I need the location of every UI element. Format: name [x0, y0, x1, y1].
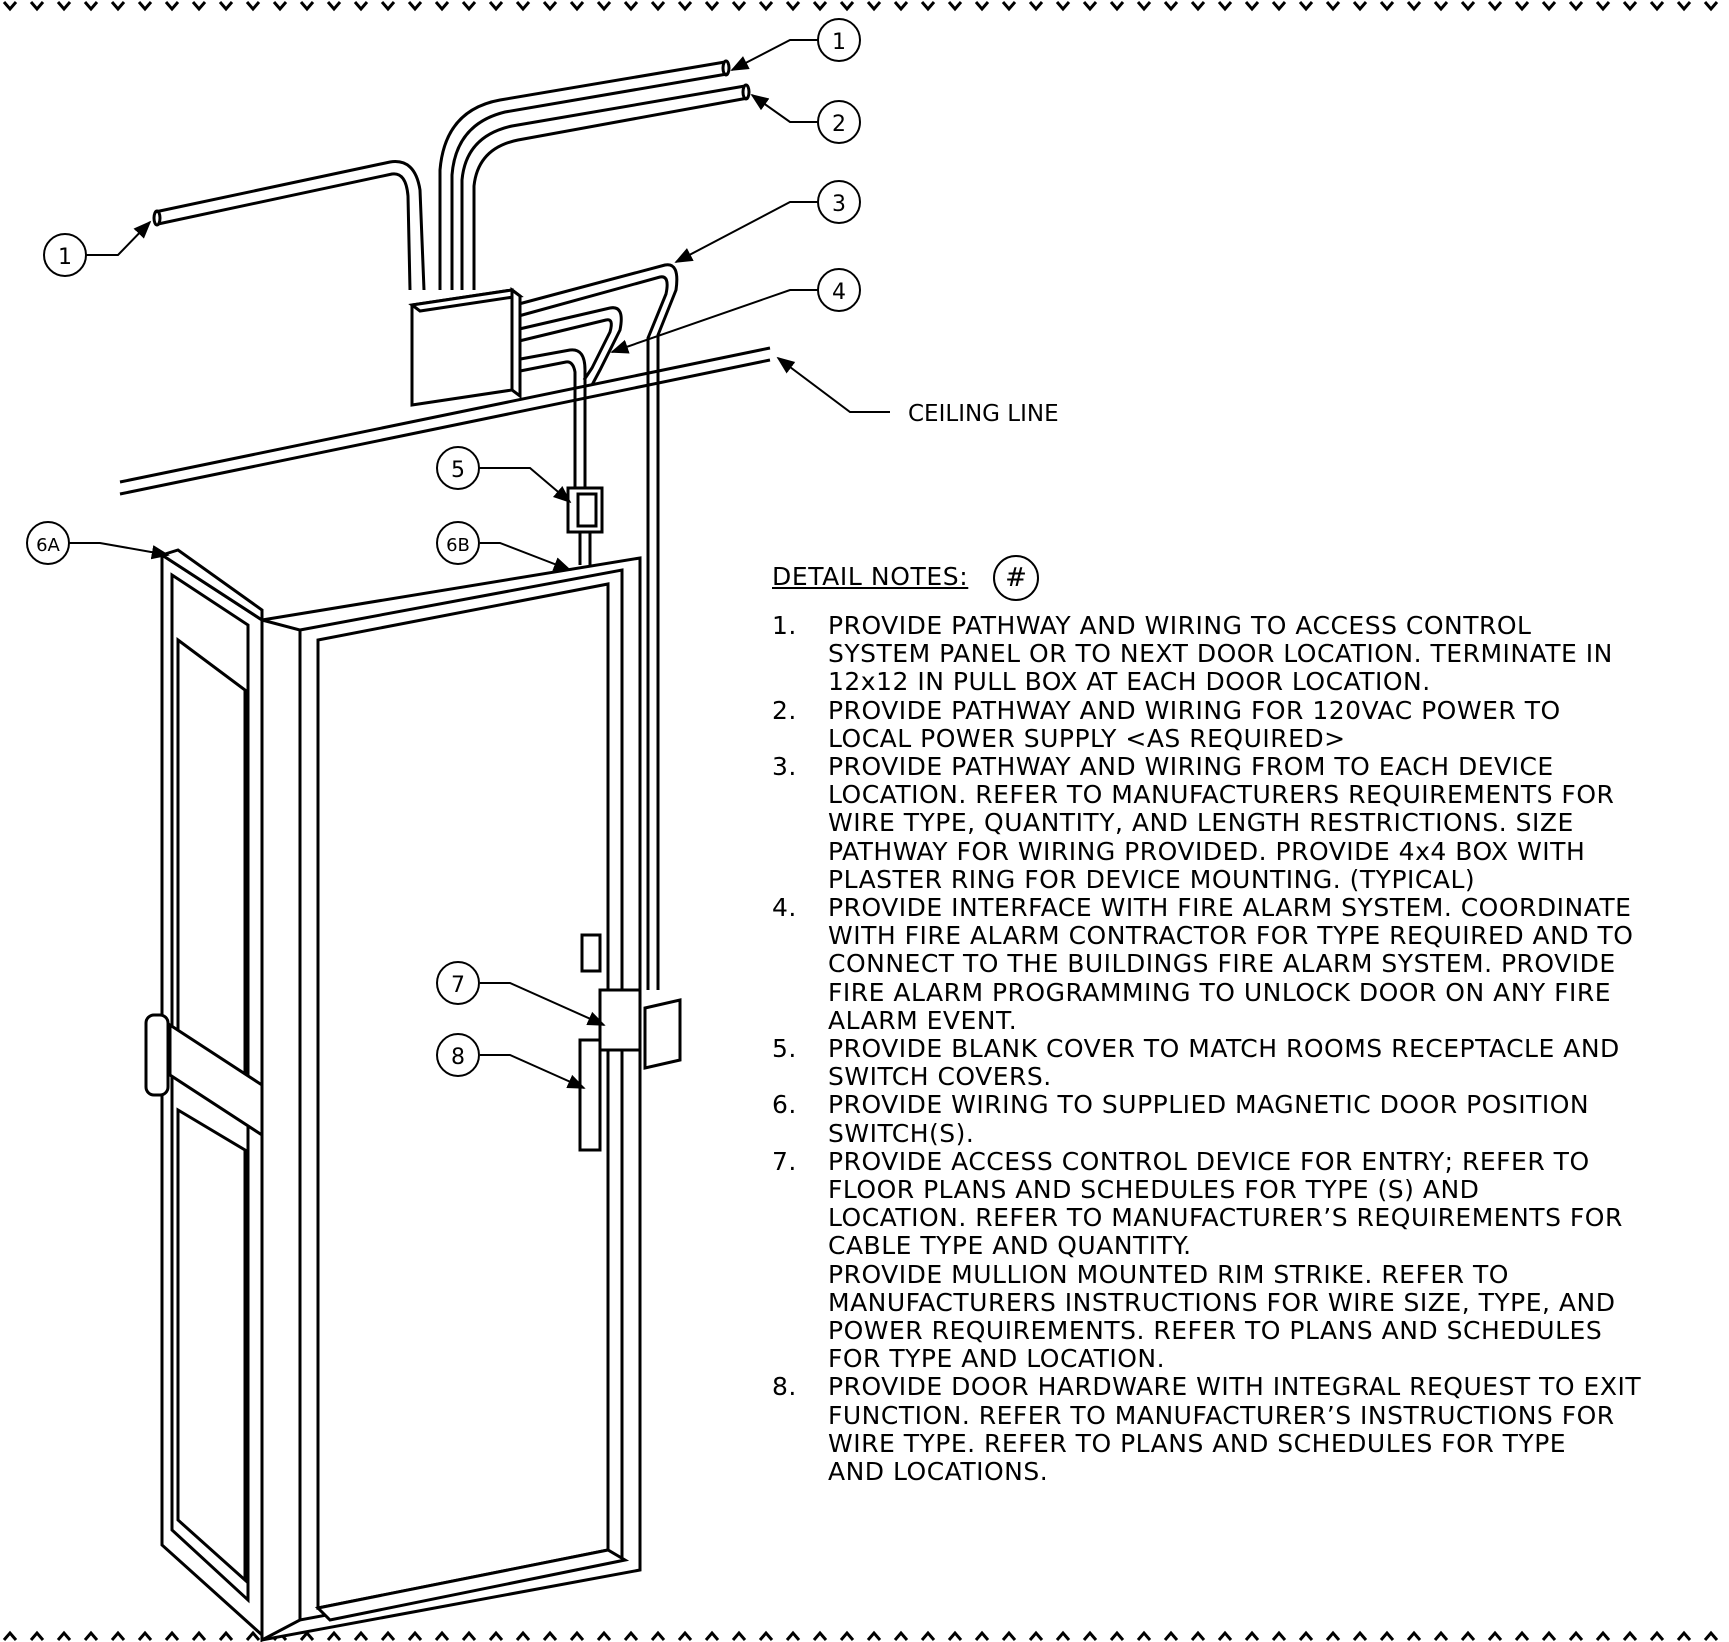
- svg-text:6A: 6A: [36, 535, 60, 556]
- detail-note-text: PROVIDE PATHWAY AND WIRING TO ACCESS CON…: [828, 611, 1613, 697]
- svg-text:5: 5: [451, 458, 465, 483]
- detail-note-text: PROVIDE WIRING TO SUPPLIED MAGNETIC DOOR…: [828, 1090, 1590, 1148]
- junction-box: [408, 287, 524, 407]
- svg-text:1: 1: [58, 245, 72, 270]
- detail-note-number: 1.: [772, 611, 797, 640]
- callout-4: 4: [817, 268, 861, 312]
- device-5-box: [566, 486, 604, 534]
- notes-symbol: #: [993, 555, 1039, 601]
- callout-1a: 1: [43, 233, 87, 277]
- svg-text:2: 2: [832, 112, 846, 137]
- callout-6a: 6A: [26, 521, 70, 565]
- callout-8: 8: [436, 1033, 480, 1077]
- callout-3: 3: [817, 180, 861, 224]
- detail-note-number: 4.: [772, 893, 797, 923]
- detail-notes-list: 1. PROVIDE PATHWAY AND WIRING TO ACCESS C…: [772, 611, 1712, 1486]
- detail-note: 5. PROVIDE BLANK COVER TO MATCH ROOMS REC…: [772, 1034, 1712, 1092]
- detail-note-number: 7.: [772, 1146, 797, 1176]
- detail-note-text: PROVIDE PATHWAY AND WIRING FROM TO EACH …: [828, 752, 1615, 894]
- detail-note-text: PROVIDE PATHWAY AND WIRING FOR 120VAC PO…: [828, 695, 1561, 753]
- ceiling-line-label: CEILING LINE: [908, 401, 1059, 427]
- detail-note: 2. PROVIDE PATHWAY AND WIRING FOR 120VAC …: [772, 695, 1712, 753]
- detail-note: 3. PROVIDE PATHWAY AND WIRING FROM TO EAC…: [772, 752, 1712, 894]
- svg-text:7: 7: [451, 973, 465, 998]
- detail-note-number: 5.: [772, 1034, 797, 1064]
- detail-note: 4. PROVIDE INTERFACE WITH FIRE ALARM SYST…: [772, 893, 1712, 1035]
- door-assembly: [144, 548, 682, 1642]
- notes-title: DETAIL NOTES:: [772, 562, 969, 591]
- conduit-runs: [152, 59, 751, 990]
- detail-note-text: PROVIDE BLANK COVER TO MATCH ROOMS RECEP…: [828, 1034, 1620, 1092]
- callout-5: 5: [436, 446, 480, 490]
- callout-7: 7: [436, 961, 480, 1005]
- detail-note-number: 6.: [772, 1090, 797, 1120]
- detail-note-text: PROVIDE ACCESS CONTROL DEVICE FOR ENTRY;…: [828, 1146, 1623, 1374]
- callout-2: 2: [817, 100, 861, 144]
- callout-leaders: [65, 39, 890, 1089]
- svg-text:1: 1: [832, 30, 846, 55]
- svg-text:6B: 6B: [446, 535, 470, 556]
- detail-note-number: 3.: [772, 752, 797, 782]
- detail-note: 1. PROVIDE PATHWAY AND WIRING TO ACCESS C…: [772, 611, 1712, 697]
- detail-note-number: 8.: [772, 1372, 797, 1402]
- detail-note-number: 2.: [772, 695, 797, 725]
- detail-note-text: PROVIDE INTERFACE WITH FIRE ALARM SYSTEM…: [828, 893, 1634, 1035]
- svg-text:8: 8: [451, 1045, 465, 1070]
- detail-note: 7. PROVIDE ACCESS CONTROL DEVICE FOR ENTR…: [772, 1146, 1712, 1374]
- svg-text:3: 3: [832, 192, 846, 217]
- top-border: [2, 1, 1719, 12]
- ceiling-line: [119, 346, 771, 496]
- detail-note: 6. PROVIDE WIRING TO SUPPLIED MAGNETIC DO…: [772, 1090, 1712, 1148]
- detail-note-text: PROVIDE DOOR HARDWARE WITH INTEGRAL REQU…: [828, 1372, 1642, 1487]
- callout-6b: 6B: [436, 521, 480, 565]
- svg-text:4: 4: [832, 280, 846, 305]
- detail-note: 8. PROVIDE DOOR HARDWARE WITH INTEGRAL RE…: [772, 1373, 1712, 1486]
- callout-1b: 1: [817, 18, 861, 62]
